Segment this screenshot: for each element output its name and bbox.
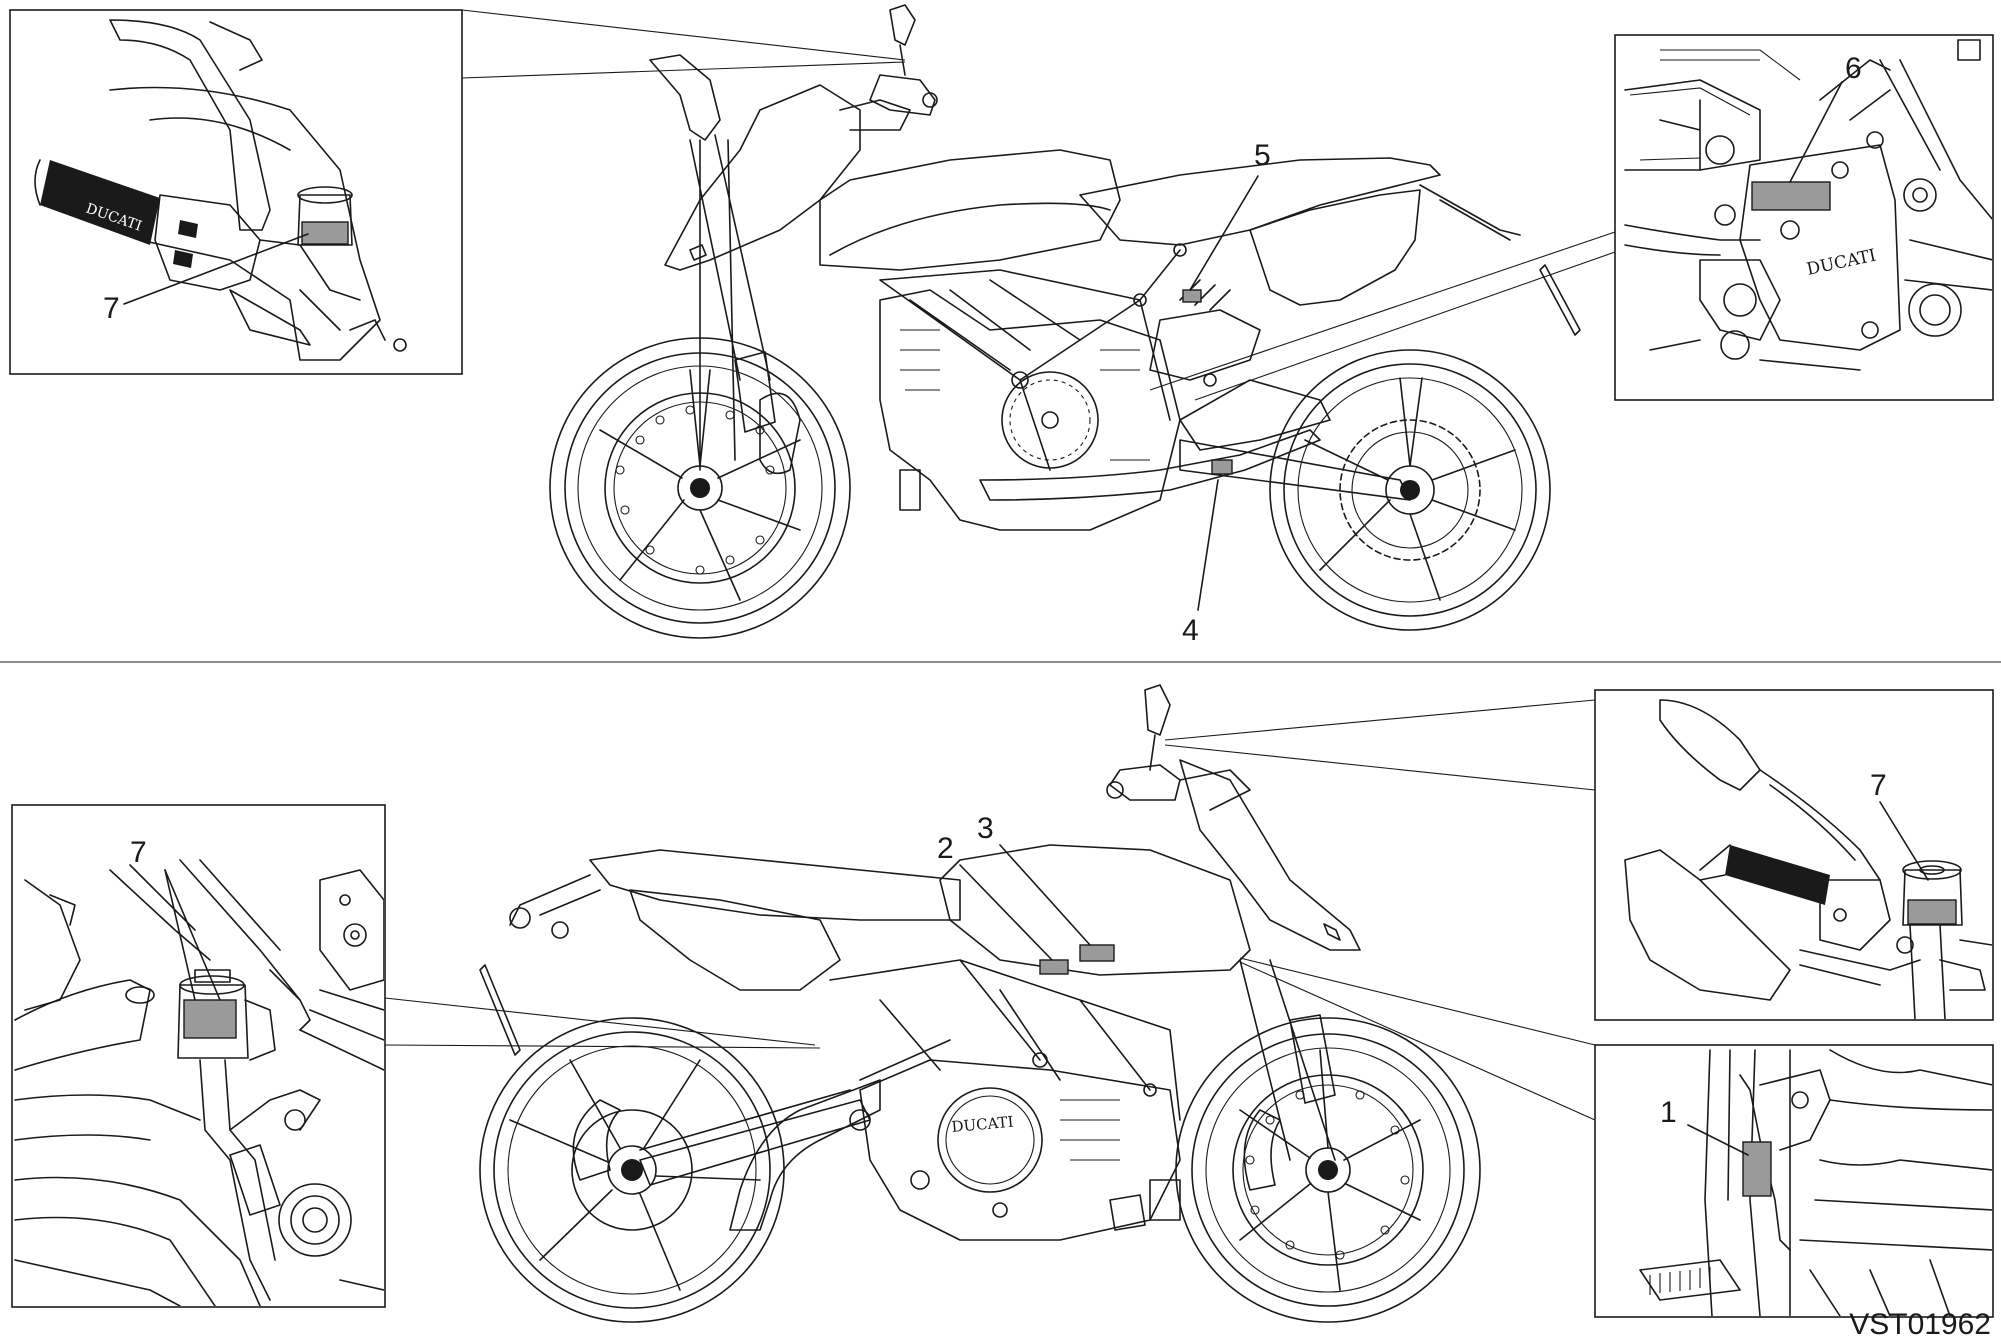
top-right-detail: DUCATI 6 [1614, 34, 1994, 401]
callout-2: 2 [937, 832, 954, 865]
top-rear-wheel [1269, 349, 1551, 631]
bottom-bike-label-3 [1079, 944, 1115, 962]
bottom-left-detail: 7 [11, 804, 386, 1308]
engine-brand-text: DUCATI [951, 1113, 1014, 1136]
bottom-right-lower-detail: 1 [1594, 1044, 1994, 1318]
callout-4: 4 [1182, 614, 1199, 647]
bottom-right-fork-label-1 [1742, 1141, 1772, 1197]
top-left-detail: DUCATI 7 [9, 9, 463, 375]
top-right-label-6 [1751, 181, 1831, 211]
top-bike-label-4 [1211, 459, 1233, 475]
bottom-right-upper-detail: 7 [1594, 689, 1994, 1021]
callout-7-bottom-right: 7 [1870, 769, 1887, 802]
bottom-rear-wheel [479, 1017, 785, 1323]
bottom-left-reservoir-label-7 [183, 999, 237, 1039]
callout-3: 3 [977, 812, 994, 845]
callout-7-bottom-left: 7 [130, 836, 147, 869]
bottom-motorcycle: DUCATI 2 3 [384, 684, 1596, 1323]
top-left-reservoir-label-7 [301, 221, 349, 245]
callout-6: 6 [1845, 52, 1862, 85]
top-motorcycle: 4 5 [461, 4, 1616, 647]
callout-5: 5 [1254, 139, 1271, 172]
top-bike-label-5 [1182, 289, 1202, 303]
figure-reference-code: VST01962 [1849, 1308, 1991, 1341]
bottom-front-wheel [1175, 1017, 1481, 1323]
callout-7-top-left: 7 [103, 292, 120, 325]
bottom-right-reservoir-label-7 [1907, 899, 1957, 925]
bottom-bike-label-2 [1039, 959, 1069, 975]
callout-1: 1 [1660, 1096, 1677, 1129]
